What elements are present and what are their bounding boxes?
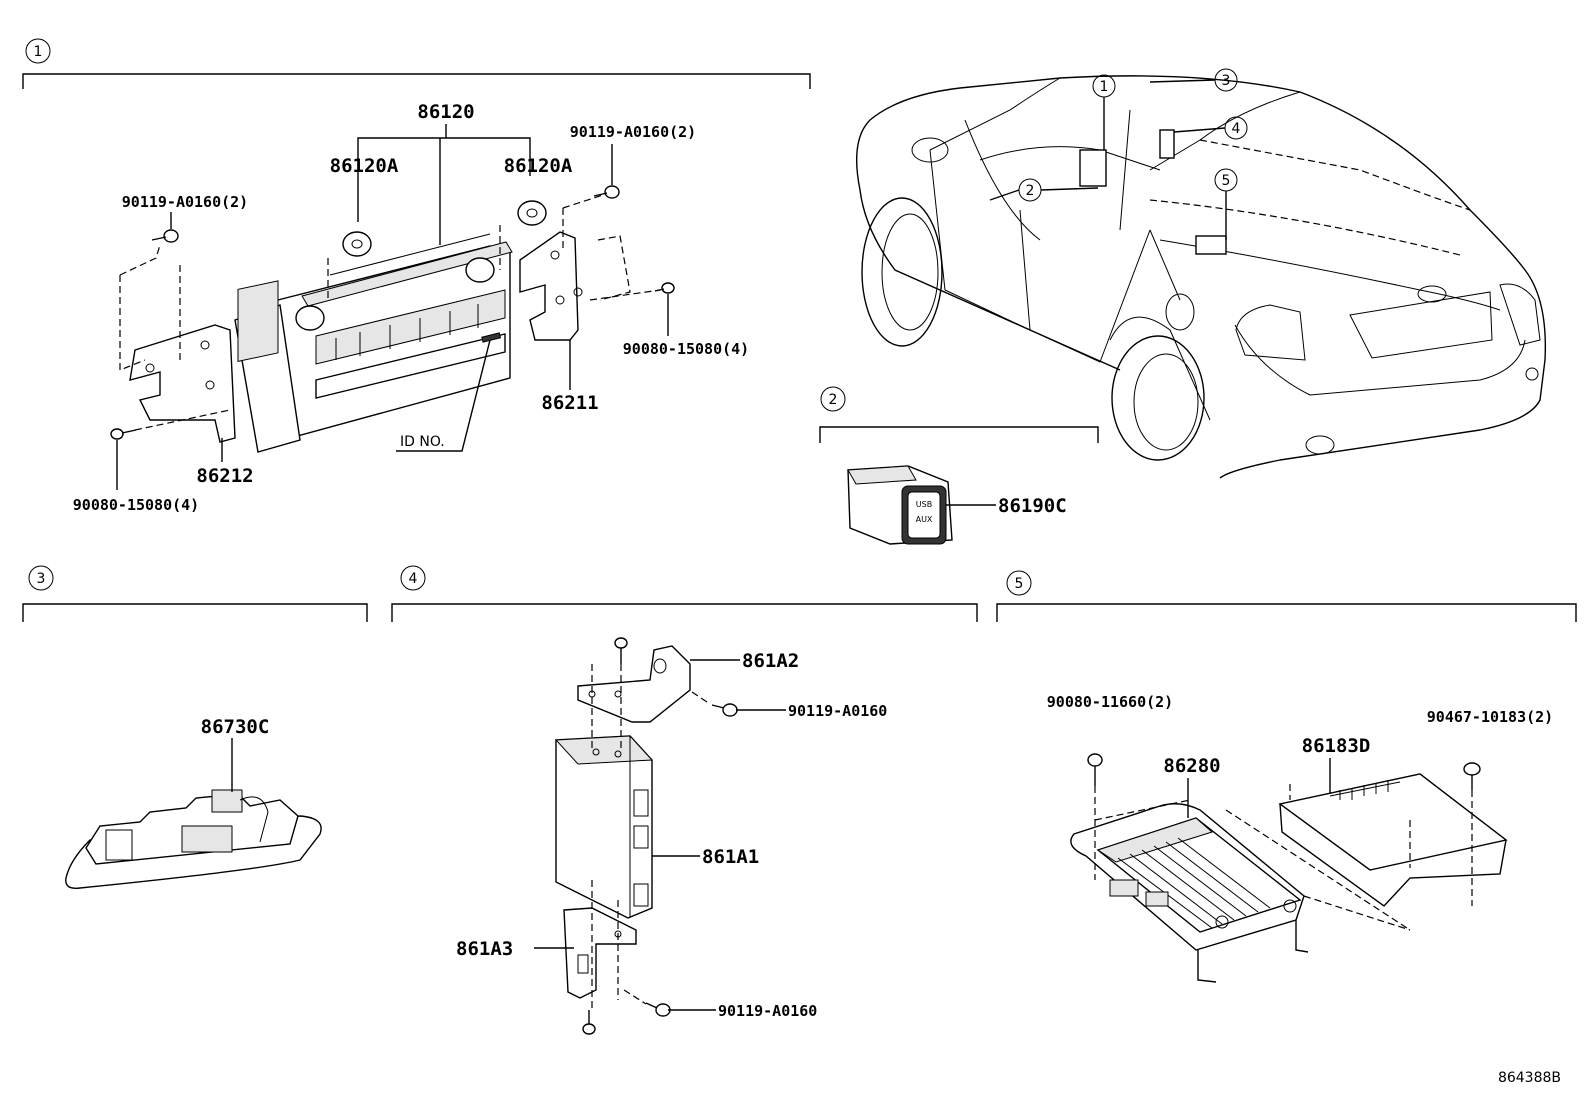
- label-86190C: 86190C: [998, 495, 1067, 517]
- label-90119-861A2: 90119-A0160: [788, 702, 887, 720]
- label-861A2: 861A2: [742, 650, 799, 672]
- vehicle-overview: 1 2 3 4 5: [855, 68, 1547, 479]
- screw-bottom-left[interactable]: [110, 428, 137, 440]
- label-90119-top-left: 90119-A0160(2): [122, 193, 248, 211]
- amplifier-86280[interactable]: [1070, 803, 1309, 983]
- label-861A3: 861A3: [456, 938, 513, 960]
- label-90119-top-right: 90119-A0160(2): [570, 123, 696, 141]
- svg-text:4: 4: [1232, 121, 1241, 137]
- label-90080-bottom-left: 90080-15080(4): [73, 496, 199, 514]
- label-861A1: 861A1: [702, 846, 759, 868]
- label-86212: 86212: [196, 465, 253, 487]
- radio-receiver-assy[interactable]: [234, 233, 513, 453]
- label-90080-right: 90080-15080(4): [623, 340, 749, 358]
- screw-top-left[interactable]: [151, 229, 179, 243]
- screw-861A3-side[interactable]: [645, 1002, 671, 1017]
- car-radio-location: [1079, 149, 1107, 187]
- car-callouts: 1 2 3 4 5: [989, 68, 1248, 240]
- aux-text: AUX: [916, 515, 933, 524]
- label-86120: 86120: [417, 101, 474, 123]
- section-5-number: 5: [1015, 576, 1024, 592]
- section-3: 3 86730C: [22, 565, 368, 889]
- svg-text:5: 5: [1222, 173, 1231, 189]
- section-4: 4: [391, 565, 978, 1035]
- label-86183D: 86183D: [1302, 735, 1371, 757]
- label-86120A-left: 86120A: [330, 155, 399, 177]
- screw-right[interactable]: [654, 282, 675, 294]
- screw-861A3-bottom[interactable]: [582, 1010, 596, 1035]
- bracket-861A3[interactable]: [563, 907, 637, 999]
- label-86211: 86211: [541, 392, 598, 414]
- section-4-number: 4: [409, 571, 418, 587]
- section-1-number: 1: [34, 44, 43, 60]
- bracket-861A2[interactable]: [577, 645, 691, 723]
- label-86120A-right: 86120A: [504, 155, 573, 177]
- section-1-marker: [25, 38, 51, 64]
- section-1: 1: [22, 38, 811, 514]
- section-2: 2 USB AUX 86190C: [819, 386, 1099, 545]
- section-5: 5: [996, 570, 1577, 983]
- leader-86120: [357, 137, 531, 222]
- label-90080-11660: 90080-11660(2): [1047, 693, 1173, 711]
- clip-90467-10183[interactable]: [1463, 762, 1481, 790]
- label-86730C: 86730C: [201, 716, 270, 738]
- screw-861A2-side[interactable]: [711, 703, 738, 717]
- knob-right[interactable]: [517, 200, 547, 226]
- section-1-bracket: [22, 73, 811, 89]
- diagram-id: 864388B: [1498, 1070, 1561, 1086]
- amp-cover-86183D[interactable]: [1278, 773, 1508, 907]
- label-90119-861A3: 90119-A0160: [718, 1002, 817, 1020]
- screw-90080-11660[interactable]: [1087, 753, 1103, 786]
- label-id-no: ID NO.: [400, 434, 445, 450]
- label-90467-10183: 90467-10183(2): [1427, 708, 1553, 726]
- mic-assy-86730C[interactable]: [65, 789, 322, 889]
- bracket-86212[interactable]: [129, 324, 236, 443]
- label-86280: 86280: [1163, 755, 1220, 777]
- section-2-number: 2: [829, 392, 838, 408]
- screw-top-right[interactable]: [593, 185, 620, 199]
- section-3-number: 3: [37, 571, 46, 587]
- knob-left[interactable]: [342, 231, 372, 257]
- module-861A1[interactable]: [554, 735, 654, 919]
- usb-text: USB: [916, 500, 932, 509]
- svg-text:2: 2: [1026, 183, 1035, 199]
- bracket-86211[interactable]: [519, 231, 583, 341]
- svg-text:1: 1: [1100, 79, 1109, 95]
- usb-aux-jack[interactable]: USB AUX: [847, 465, 953, 545]
- screw-861A2-top[interactable]: [614, 637, 628, 664]
- svg-text:3: 3: [1222, 73, 1231, 89]
